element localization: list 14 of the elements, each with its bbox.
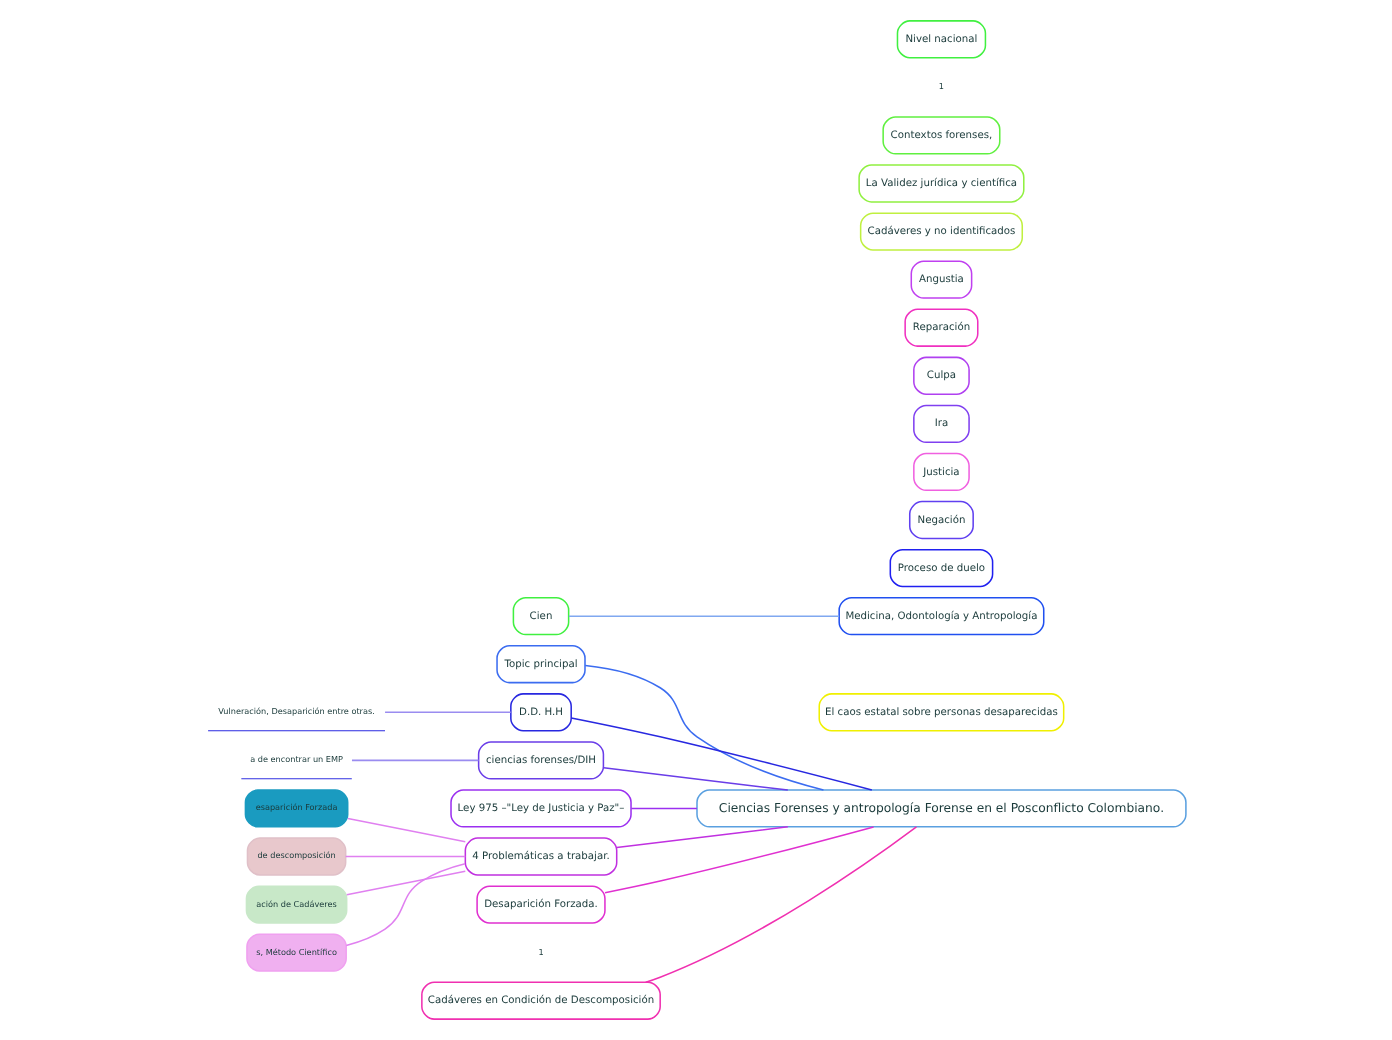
connector [629,807,697,810]
connector [615,826,788,849]
connector [583,664,824,791]
connector [567,615,839,617]
connector [345,870,466,896]
connector [383,711,511,714]
connector [343,855,466,858]
connector [603,826,874,894]
connector [344,862,465,947]
connector [350,759,479,762]
connector [346,817,466,843]
connector [601,767,788,791]
connector [569,717,872,791]
connector [643,826,917,983]
